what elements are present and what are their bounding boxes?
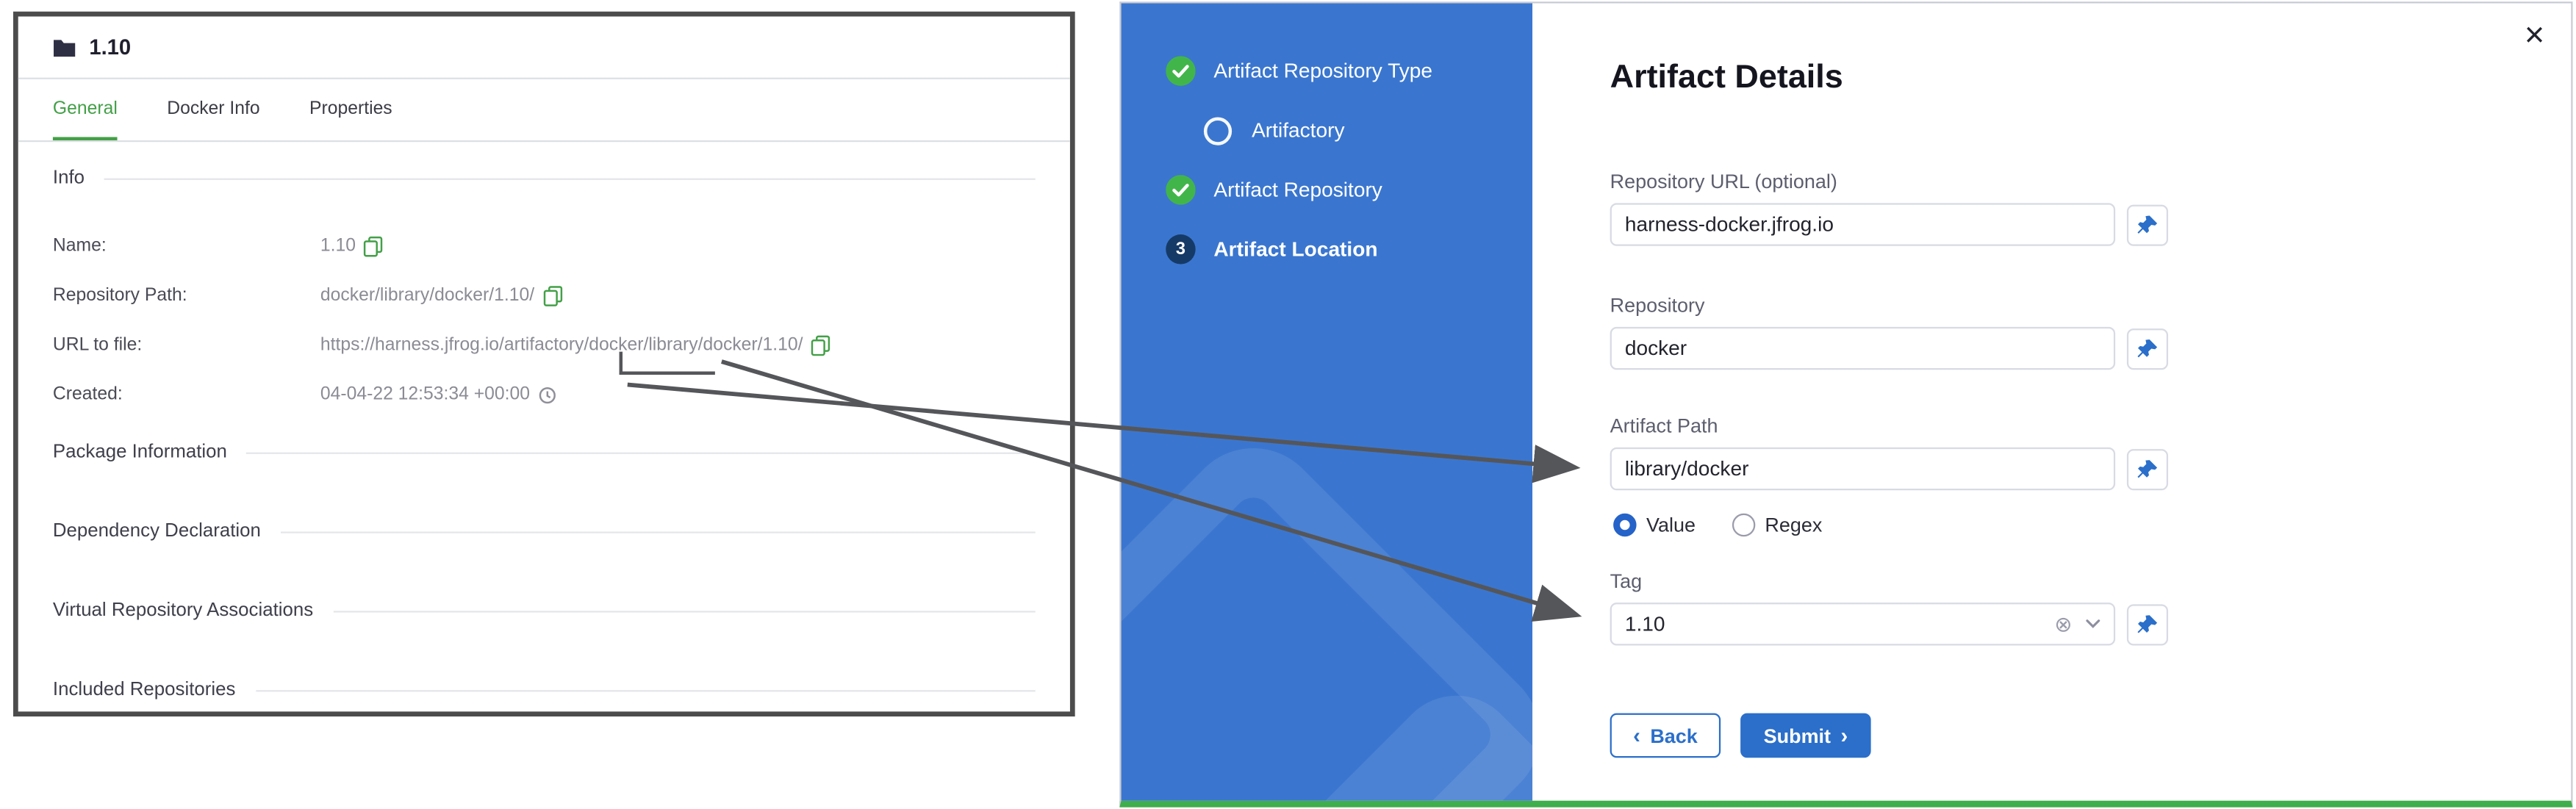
artifact-path-group: Artifact Path	[1610, 414, 2180, 491]
info-row-name: Name: 1.10	[18, 221, 1070, 270]
artifact-browser-panel: 1.10 General Docker Info Properties Info…	[12, 11, 1075, 717]
section-label: Package Information	[52, 442, 227, 463]
radio-value-label: Value	[1646, 513, 1696, 537]
step-number-icon: 3	[1166, 234, 1196, 265]
repository-url-input[interactable]	[1610, 203, 2116, 246]
check-circle-icon	[1166, 56, 1196, 86]
check-circle-icon	[1166, 175, 1196, 205]
radio-value[interactable]: Value	[1613, 513, 1696, 537]
divider	[246, 451, 1036, 453]
copy-icon[interactable]	[542, 285, 562, 306]
row-label: Name:	[52, 236, 107, 256]
repository-group: Repository	[1610, 294, 2180, 370]
row-value: https://harness.jfrog.io/artifactory/doc…	[320, 335, 803, 356]
section-label: Virtual Repository Associations	[52, 600, 314, 621]
row-label: Repository Path:	[52, 285, 187, 306]
info-row-repository-path: Repository Path: docker/library/docker/1…	[18, 270, 1070, 320]
wizard-step-sidebar: Artifact Repository Type Artifactory Art…	[1121, 3, 1533, 801]
section-virtual-repository-associations[interactable]: Virtual Repository Associations	[18, 597, 1070, 624]
step-label: Artifactory	[1252, 118, 1345, 143]
clear-icon[interactable]: ⊗	[2054, 611, 2073, 637]
repository-input[interactable]	[1610, 326, 2116, 370]
radio-unselected-icon	[1732, 513, 1755, 537]
section-package-information[interactable]: Package Information	[18, 439, 1070, 466]
row-label: Created:	[52, 384, 123, 405]
info-rows: Name: 1.10 Repository Path: docker/libra…	[18, 221, 1070, 420]
info-section-label: Info	[52, 168, 85, 189]
step-label: Artifact Repository Type	[1213, 59, 1433, 83]
copy-icon[interactable]	[364, 235, 384, 256]
step-artifactory[interactable]: Artifactory	[1166, 114, 1532, 147]
chevron-down-icon[interactable]	[2086, 619, 2100, 629]
artifact-path-label: Artifact Path	[1610, 414, 1718, 438]
section-dependency-declaration[interactable]: Dependency Declaration	[18, 518, 1070, 544]
step-artifact-repository[interactable]: Artifact Repository	[1166, 173, 1532, 206]
pin-icon[interactable]	[2126, 204, 2169, 245]
artifact-location-dialog: Artifact Repository Type Artifactory Art…	[1119, 1, 2573, 808]
row-value: 04-04-22 12:53:34 +00:00	[320, 384, 531, 405]
artifact-details-content: Info Name: 1.10 Repository Path: docker/…	[18, 142, 1070, 703]
dialog-title: Artifact Details	[1610, 59, 1843, 96]
close-icon[interactable]: ×	[2521, 15, 2548, 56]
back-button[interactable]: ‹ Back	[1610, 713, 1721, 758]
repository-url-label: Repository URL (optional)	[1610, 170, 1837, 193]
collapsed-sections: Package Information Dependency Declarati…	[18, 439, 1070, 703]
info-row-url-to-file: URL to file: https://harness.jfrog.io/ar…	[18, 320, 1070, 370]
step-label: Artifact Repository	[1213, 178, 1382, 202]
repository-url-group: Repository URL (optional)	[1610, 170, 2180, 246]
info-row-created: Created: 04-04-22 12:53:34 +00:00	[18, 370, 1070, 419]
back-button-label: Back	[1650, 724, 1698, 747]
step-label: Artifact Location	[1213, 237, 1378, 261]
tab-properties[interactable]: Properties	[309, 98, 392, 118]
divider	[255, 689, 1036, 691]
submit-button-label: Submit	[1763, 724, 1831, 747]
radio-selected-icon	[1613, 513, 1637, 537]
artifact-header: 1.10	[18, 16, 1070, 79]
repository-label: Repository	[1610, 293, 1705, 317]
pin-icon[interactable]	[2126, 603, 2169, 645]
tag-input[interactable]	[1610, 603, 2116, 646]
row-value: 1.10	[320, 236, 356, 256]
chevron-left-icon: ‹	[1633, 723, 1640, 748]
path-type-radio-group: Value Regex	[1613, 513, 1823, 537]
tag-group: Tag ⊗	[1610, 569, 2180, 646]
submit-button[interactable]: Submit ›	[1740, 713, 1871, 758]
row-value: docker/library/docker/1.10/	[320, 285, 535, 306]
divider	[280, 531, 1036, 533]
artifact-title: 1.10	[89, 35, 132, 60]
wizard-steps: Artifact Repository Type Artifactory Art…	[1122, 3, 1532, 265]
step-artifact-location[interactable]: 3 Artifact Location	[1166, 233, 1532, 266]
chevron-right-icon: ›	[1840, 723, 1848, 748]
tab-general[interactable]: General	[52, 79, 118, 140]
section-label: Included Repositories	[52, 680, 236, 700]
radio-regex[interactable]: Regex	[1732, 513, 1823, 537]
info-section-header: Info	[18, 165, 1070, 192]
row-label: URL to file:	[52, 335, 143, 356]
radio-regex-label: Regex	[1765, 513, 1823, 537]
artifact-path-input[interactable]	[1610, 447, 2116, 491]
copy-icon[interactable]	[811, 334, 831, 356]
divider	[104, 177, 1036, 179]
clock-icon	[538, 386, 556, 404]
tab-bar: General Docker Info Properties	[18, 79, 1070, 143]
folder-icon	[53, 37, 76, 57]
tag-label: Tag	[1610, 569, 1643, 593]
section-included-repositories[interactable]: Included Repositories	[18, 677, 1070, 703]
section-label: Dependency Declaration	[52, 521, 261, 542]
dialog-buttons: ‹ Back Submit ›	[1610, 713, 1871, 758]
pin-icon[interactable]	[2126, 327, 2169, 370]
pin-icon[interactable]	[2126, 448, 2169, 490]
step-artifact-repository-type[interactable]: Artifact Repository Type	[1166, 54, 1532, 87]
ring-icon	[1203, 116, 1233, 145]
divider	[333, 610, 1036, 612]
tab-docker-info[interactable]: Docker Info	[167, 98, 260, 118]
